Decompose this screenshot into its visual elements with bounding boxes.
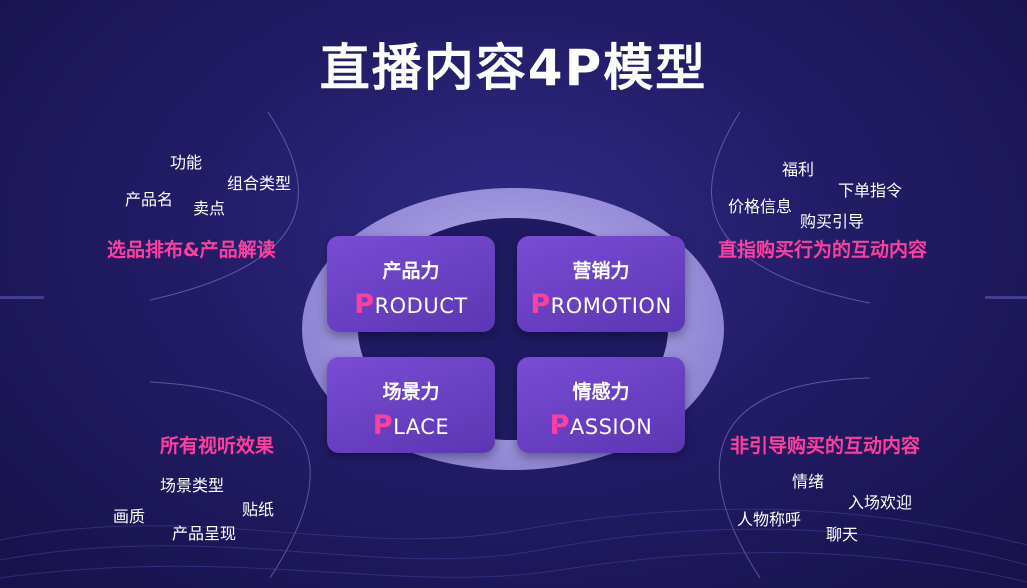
keyword: 卖点 [193, 199, 226, 218]
place-box: 场景力 PLACE [327, 357, 495, 453]
keyword: 贴纸 [242, 500, 275, 519]
place-en-rest: LACE [393, 415, 450, 439]
keyword: 场景类型 [160, 476, 225, 495]
divider-curve-bottom-left [149, 381, 311, 579]
promotion-cn-label: 营销力 [572, 260, 630, 282]
divider-curve-bottom-right [718, 377, 871, 579]
keyword: 购买引导 [800, 212, 865, 231]
product-box: 产品力 PRODUCT [327, 236, 495, 332]
passion-initial: P [549, 410, 570, 441]
keyword: 功能 [170, 153, 203, 172]
passion-box: 情感力 PASSION [517, 357, 685, 453]
dash-left [0, 296, 44, 299]
keyword: 人物称呼 [737, 510, 802, 529]
product-cn-label: 产品力 [382, 260, 440, 282]
place-cn-label: 场景力 [382, 381, 440, 403]
product-en-rest: RODUCT [374, 294, 468, 318]
divider-curve-top-left [149, 111, 299, 301]
passion-en-rest: ASSION [569, 415, 653, 439]
product-initial: P [354, 289, 375, 320]
promotion-box: 营销力 PROMOTION [517, 236, 685, 332]
quadrant-heading-top-right: 直指购买行为的互动内容 [718, 239, 928, 261]
passion-cn-label: 情感力 [572, 381, 630, 403]
page-title: 直播内容4P模型 [319, 39, 708, 97]
passion-en-label: PASSION [517, 410, 685, 441]
keyword: 福利 [782, 160, 815, 179]
keyword: 价格信息 [728, 197, 793, 216]
keyword: 下单指令 [838, 181, 903, 200]
product-en-label: PRODUCT [327, 289, 495, 320]
keyword: 聊天 [826, 525, 859, 544]
wave-line [0, 508, 1027, 546]
divider-curve-top-right [711, 111, 871, 304]
quadrant-heading-bottom-right: 非引导购买的互动内容 [730, 435, 921, 457]
keyword: 画质 [113, 507, 146, 526]
keyword: 情绪 [792, 472, 825, 491]
wave-line [0, 528, 1027, 566]
dash-right [985, 296, 1027, 299]
place-en-label: PLACE [327, 410, 495, 441]
promotion-en-label: PROMOTION [517, 289, 685, 320]
place-initial: P [372, 410, 394, 441]
promotion-initial: P [530, 289, 551, 320]
quadrant-heading-top-left: 选品排布&产品解读 [107, 239, 276, 261]
keyword: 入场欢迎 [848, 493, 913, 512]
quadrant-heading-bottom-left: 所有视听效果 [160, 435, 275, 457]
keyword: 产品呈现 [172, 524, 237, 543]
promotion-en-rest: ROMOTION [550, 294, 672, 318]
wave-line [0, 552, 1027, 583]
keyword: 产品名 [125, 190, 174, 209]
keyword: 组合类型 [227, 174, 292, 193]
